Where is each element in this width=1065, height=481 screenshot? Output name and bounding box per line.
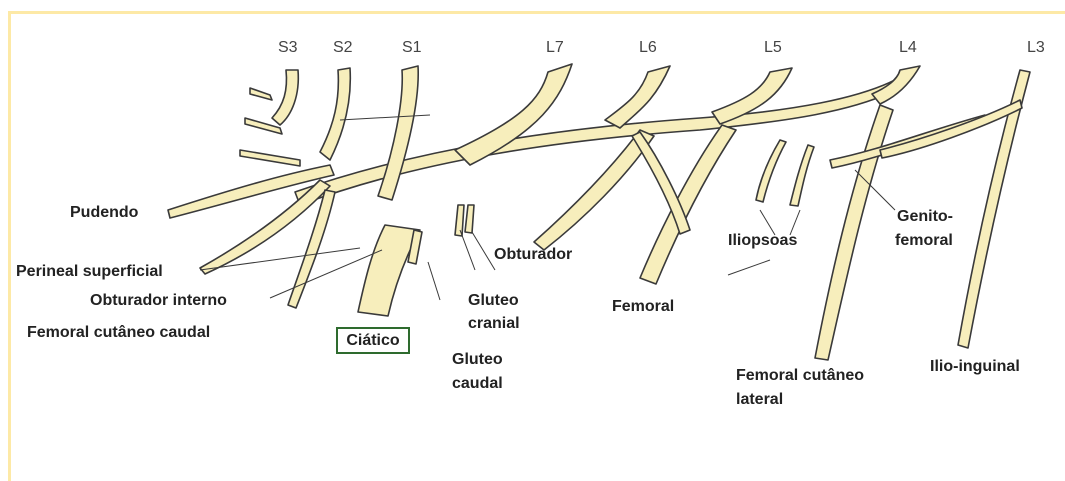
label-femoral-cutaneo-lateral-1: Femoral cutâneo [736, 367, 864, 384]
s2-root [320, 68, 350, 160]
l4-root [872, 66, 920, 104]
obturador-nerve [534, 130, 654, 250]
root-label-s3: S3 [278, 39, 298, 56]
s3-root [272, 70, 298, 125]
label-obturador: Obturador [494, 246, 572, 263]
label-ciatico-highlight: Ciático [336, 327, 410, 354]
root-label-l4: L4 [899, 39, 917, 56]
femoral-nerve [640, 125, 736, 284]
root-label-l6: L6 [639, 39, 657, 56]
label-gluteo-cranial-1: Gluteo [468, 292, 519, 309]
label-genitofemoral-1: Genito- [897, 208, 953, 225]
label-gluteo-cranial-2: cranial [468, 315, 520, 332]
label-gluteo-caudal-1: Gluteo [452, 351, 503, 368]
label-obturador-interno: Obturador interno [90, 292, 227, 309]
label-gluteo-caudal-2: caudal [452, 375, 503, 392]
label-perineal-superficial: Perineal superficial [16, 263, 163, 280]
s1-root [378, 66, 418, 200]
nerve-diagram: S3 S2 S1 L7 L6 L5 L4 L3 Pudendo Perineal… [0, 0, 1065, 467]
label-femoral: Femoral [612, 298, 674, 315]
femoral-cutaneo-lateral-nerve [815, 105, 893, 360]
label-pudendo: Pudendo [70, 204, 139, 221]
label-ilio-inguinal: Ilio-inguinal [930, 358, 1020, 375]
root-label-s2: S2 [333, 39, 353, 56]
root-label-l7: L7 [546, 39, 564, 56]
l6-root [605, 66, 670, 128]
ciatico-nerve [358, 225, 420, 316]
root-label-s1: S1 [402, 39, 422, 56]
root-label-l5: L5 [764, 39, 782, 56]
label-femoral-cutaneo-lateral-2: lateral [736, 391, 783, 408]
label-iliopsoas: Iliopsoas [728, 232, 797, 249]
root-label-l3: L3 [1027, 39, 1045, 56]
label-femoral-cutaneo-caudal: Femoral cutâneo caudal [27, 324, 210, 341]
label-genitofemoral-2: femoral [895, 232, 953, 249]
